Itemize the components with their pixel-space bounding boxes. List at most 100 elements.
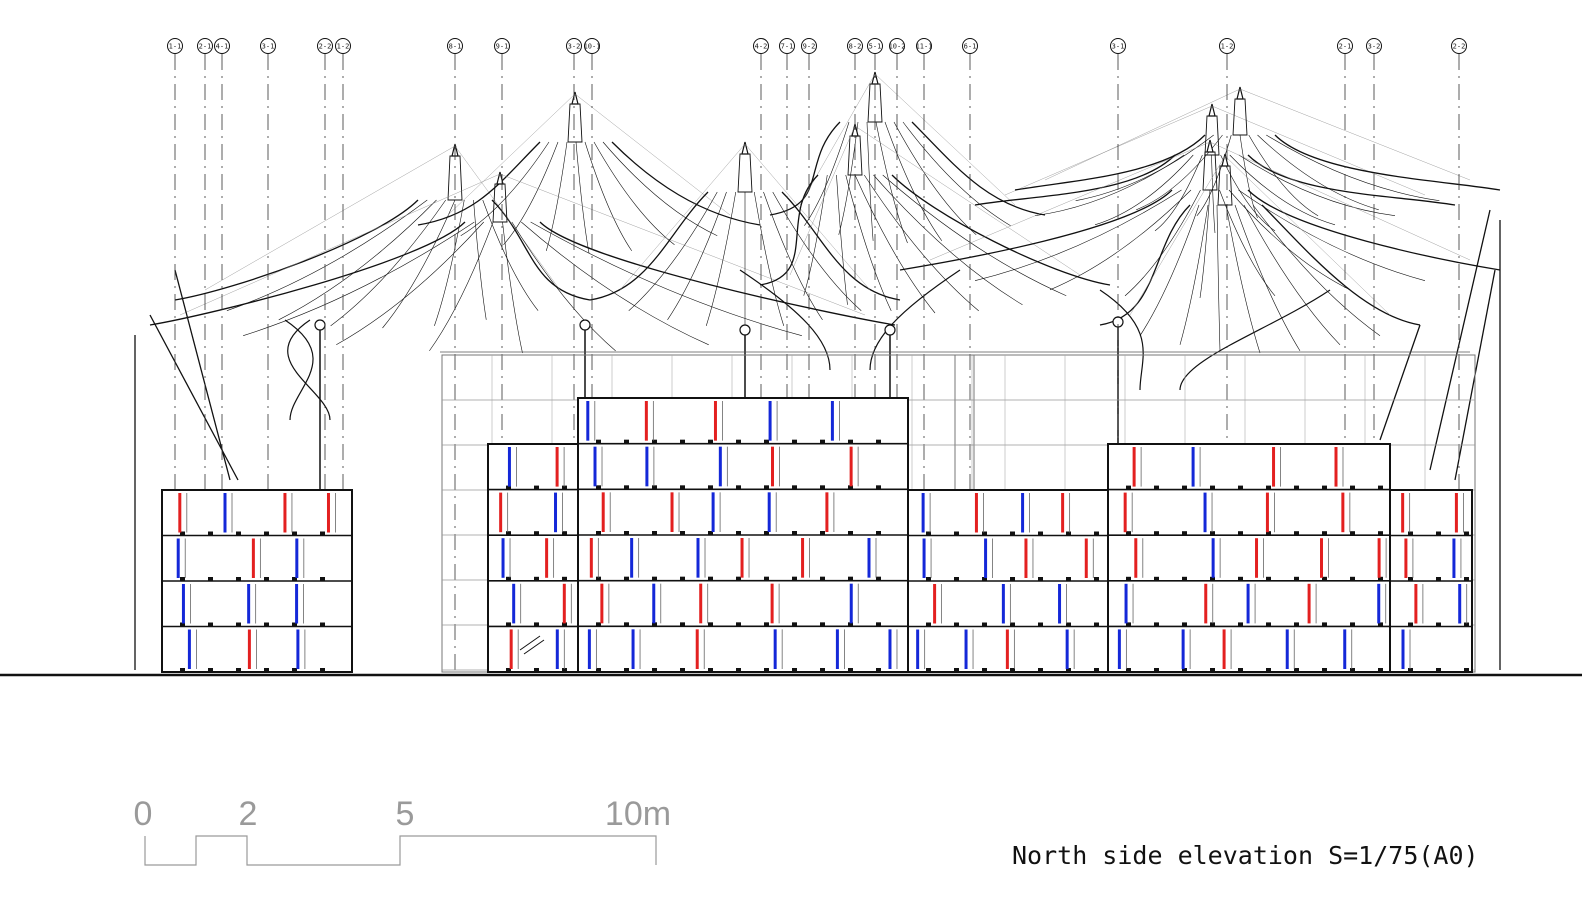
grid-marker-circle xyxy=(447,38,463,54)
membrane-seam xyxy=(1199,189,1211,299)
grid-marker-circle xyxy=(889,38,905,54)
slat-bracket xyxy=(954,668,959,672)
mast-cable xyxy=(1239,88,1471,181)
membrane-seam xyxy=(278,199,437,321)
slat-bracket xyxy=(1182,668,1187,672)
mast-cable xyxy=(1044,88,1241,181)
slat-bracket xyxy=(624,531,629,535)
slat-bracket xyxy=(208,622,213,627)
slat-bracket xyxy=(1010,531,1015,536)
grid-marker-label: 2-1 xyxy=(199,43,212,51)
scale-bar-line xyxy=(144,835,657,866)
slat-bracket xyxy=(680,576,685,581)
slat-bracket xyxy=(1350,531,1355,536)
slat-bracket xyxy=(1210,531,1215,536)
slat-bracket xyxy=(1154,485,1159,490)
slat-bracket xyxy=(1066,531,1071,536)
slat-bracket xyxy=(180,622,185,627)
slat-bracket xyxy=(736,576,741,581)
slat-bracket xyxy=(1408,577,1413,581)
slat-bracket xyxy=(1408,622,1413,627)
slat-bracket xyxy=(954,622,959,627)
slat-bracket xyxy=(764,531,769,535)
mast-ring xyxy=(447,155,463,201)
slat-bracket xyxy=(1266,668,1271,672)
slat-bracket xyxy=(1126,622,1131,627)
slat-bracket xyxy=(1182,576,1187,581)
membrane-seam xyxy=(1179,204,1209,345)
slat-bracket xyxy=(848,439,853,444)
membrane-seam xyxy=(875,121,908,244)
slat-bracket xyxy=(506,668,511,672)
slat-bracket xyxy=(596,439,601,444)
mast-cable xyxy=(574,93,731,216)
slat-bracket xyxy=(1408,531,1413,536)
slat-bracket xyxy=(1294,531,1299,536)
mast-head xyxy=(571,91,579,105)
mast-cable xyxy=(874,73,1016,206)
slat-bracket xyxy=(562,622,567,627)
slat-bracket xyxy=(848,485,853,490)
slat-bracket xyxy=(820,485,825,490)
door-mark xyxy=(519,635,541,651)
mast-ring xyxy=(1204,115,1220,156)
grid-marker-circle xyxy=(962,38,978,54)
slat-bracket xyxy=(1322,668,1327,672)
slat-bracket xyxy=(1126,531,1131,536)
slat-bracket xyxy=(1266,576,1271,581)
slat-bracket xyxy=(596,668,601,672)
slat-bracket xyxy=(876,485,881,490)
perimeter-strut xyxy=(149,314,239,481)
slat-bracket xyxy=(180,577,185,581)
membrane-seam xyxy=(1154,154,1203,232)
grid-marker-label: 9-1 xyxy=(496,43,509,51)
membrane-edge xyxy=(149,221,466,326)
membrane-seam xyxy=(502,221,523,354)
mast-head xyxy=(1236,86,1244,100)
mast-head xyxy=(1208,103,1216,117)
slat-bracket xyxy=(534,576,539,581)
slat-bracket xyxy=(820,576,825,581)
slat-bracket xyxy=(652,485,657,490)
grid-marker-circle xyxy=(753,38,769,54)
slat-bracket xyxy=(652,668,657,672)
slat-bracket xyxy=(264,531,269,536)
slat-bracket xyxy=(624,668,629,672)
slat-bracket xyxy=(292,577,297,581)
membrane-seam xyxy=(763,191,823,320)
slat-bracket xyxy=(596,485,601,490)
slat-bracket xyxy=(1094,668,1099,672)
slat-bracket xyxy=(1436,531,1441,536)
slat-bracket xyxy=(506,531,511,536)
scale-bar-label: 10m xyxy=(605,795,671,833)
mast-node xyxy=(884,324,896,336)
membrane-seam xyxy=(803,174,828,296)
membrane-edge xyxy=(911,121,1046,216)
membrane-seam xyxy=(628,191,718,311)
membrane-seam xyxy=(226,199,428,311)
slat-bracket xyxy=(264,668,269,672)
slat-bracket xyxy=(820,622,825,627)
funnel-edge xyxy=(1099,289,1144,391)
slat-bracket xyxy=(320,622,325,627)
slat-bracket xyxy=(292,668,297,672)
mast-cable xyxy=(447,93,576,216)
slat-bracket xyxy=(1322,485,1327,490)
slat-bracket xyxy=(764,622,769,627)
slat-bracket xyxy=(876,668,881,672)
membrane-seam xyxy=(873,174,1023,306)
mast-cable xyxy=(179,173,501,316)
membrane-seam xyxy=(382,199,456,329)
slat-bracket xyxy=(1238,485,1243,490)
grid-marker-label: 4-2 xyxy=(755,43,768,51)
slat-bracket xyxy=(764,439,769,444)
membrane-seam xyxy=(1211,154,1216,234)
membrane-seam xyxy=(330,199,446,327)
funnel-edge xyxy=(869,269,961,371)
slat-bracket xyxy=(1378,485,1383,490)
membrane-edge xyxy=(781,191,901,301)
slat-bracket xyxy=(506,622,511,627)
membrane-seam xyxy=(521,221,709,346)
membrane-seam xyxy=(804,121,850,226)
